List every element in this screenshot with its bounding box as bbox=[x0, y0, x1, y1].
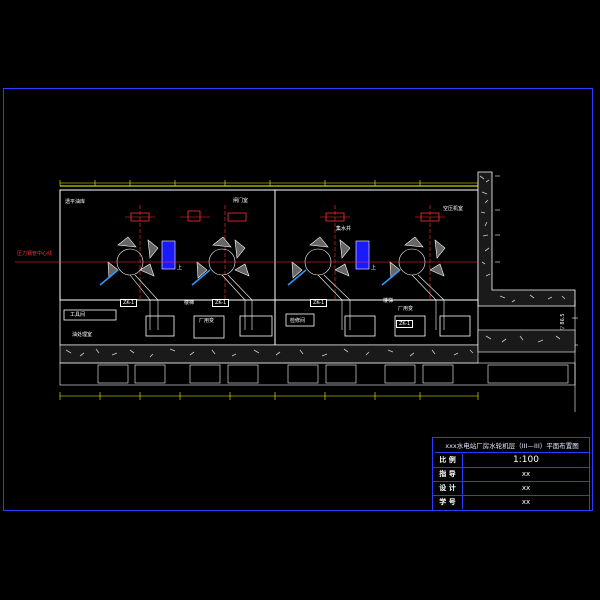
title-row-student-id: 学 号 xx bbox=[433, 496, 589, 510]
row-value: xx bbox=[521, 470, 531, 478]
row-label: 学 号 bbox=[433, 496, 463, 509]
row-value: xx bbox=[521, 498, 531, 506]
equipment-tag-1: ZK-1 bbox=[120, 299, 138, 307]
row-label: 比 例 bbox=[433, 454, 463, 467]
dimension-line-bottom bbox=[59, 392, 479, 400]
stair-up-label-2: 上 bbox=[371, 265, 377, 271]
pipe-centerline-label: 压力钢管中心线 bbox=[17, 251, 53, 257]
room-label-transformer-1: 厂用变 bbox=[199, 318, 215, 324]
room-label-transformer-2: 厂用变 bbox=[398, 306, 414, 312]
title-block: xxx水电站厂房水轮机层（III—III）平面布置图 比 例 1:100 指 导… bbox=[432, 437, 590, 511]
room-label-sump: 集水井 bbox=[336, 226, 352, 232]
room-label-oil-treat: 油处理室 bbox=[72, 332, 93, 338]
title-row-advisor: 指 导 xx bbox=[433, 468, 589, 482]
stair-label-2: 楼梯 bbox=[383, 298, 394, 304]
elevation-mark: ▽ 86.5 bbox=[560, 313, 566, 330]
title-row-scale: 比 例 1:100 bbox=[433, 454, 589, 468]
row-label: 指 导 bbox=[433, 468, 463, 481]
auxiliary-rooms bbox=[59, 299, 479, 346]
row-label: 设 计 bbox=[433, 482, 463, 495]
drawing-title: xxx水电站厂房水轮机层（III—III）平面布置图 bbox=[435, 439, 589, 453]
equipment-tag-3: ZK-1 bbox=[310, 299, 328, 307]
row-value: 1:100 bbox=[513, 455, 539, 465]
room-label-repair: 检修间 bbox=[290, 318, 306, 324]
turbine-unit-2 bbox=[180, 205, 250, 300]
draft-tubes bbox=[59, 362, 576, 386]
drawing-border bbox=[3, 88, 593, 511]
room-label-air: 空压机室 bbox=[443, 206, 464, 212]
title-row-designer: 设 计 xx bbox=[433, 482, 589, 496]
room-label-tools: 工具间 bbox=[70, 312, 86, 318]
turbine-unit-4 bbox=[381, 205, 446, 300]
equipment-tag-2: ZK-1 bbox=[212, 299, 230, 307]
stair-up-label-1: 上 bbox=[177, 265, 183, 271]
room-label-gate: 闸门室 bbox=[233, 198, 249, 204]
row-value: xx bbox=[521, 484, 531, 492]
stair-label-1: 楼梯 bbox=[184, 300, 195, 306]
equipment-tag-4: ZK-1 bbox=[396, 320, 414, 328]
room-label-oil: 透平油库 bbox=[65, 199, 86, 205]
